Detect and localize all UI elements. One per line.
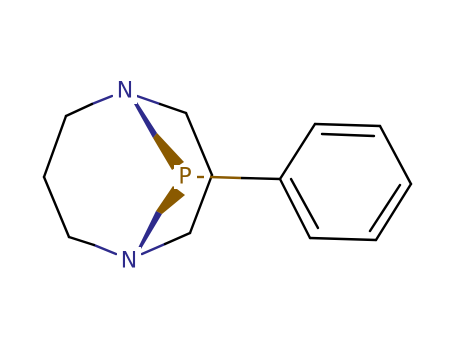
p-phenyl-bond [197,175,281,181]
ring-bond-5 [308,236,378,242]
atom-phosphorus: P [178,165,191,190]
bond-c1-c2 [42,114,68,179]
cage-bonds [42,111,214,239]
bond-nbot-c6-n [140,242,167,256]
wedge-bonds [134,102,185,249]
bond-ntop-c1 [64,102,94,118]
n-bottom-mask [117,247,141,273]
ring-bond-1 [278,122,317,181]
n-top-mask [113,78,137,104]
ring-bond-6 [278,177,312,240]
bond-ntop-c1-n [90,94,114,106]
ring-bond-3 [378,124,413,186]
ring-bond-2 [313,122,382,128]
bond-nbot-c6 [163,231,192,246]
wedge-nbot-p-n [138,211,162,249]
bond-ntop-c4 [158,102,188,115]
ring-double-3 [289,177,320,230]
ring-double-1 [320,132,376,138]
bond-p-ipso [240,176,281,181]
bond-ntop-c4-n [135,94,162,106]
bond-nbot-c3 [67,235,96,247]
wedge-ntop-p-n [134,102,157,138]
bond-c4-c5 [184,111,214,177]
bond-c2-c3 [42,175,71,239]
ring-double-2 [368,183,402,233]
wedge-ntop-p-p [153,133,184,170]
p-mask [174,165,196,189]
n-bonds [64,94,192,256]
bond-nbot-c3-n [92,243,118,256]
bond-p-dash-2 [209,175,242,180]
wedge-nbot-p-p [156,186,185,214]
phenyl-ring [278,122,413,242]
bond-c5-c6 [188,173,214,235]
atom-n-top: N [117,79,133,104]
atom-n-bottom: N [121,249,137,274]
ring-bond-4 [374,182,413,242]
